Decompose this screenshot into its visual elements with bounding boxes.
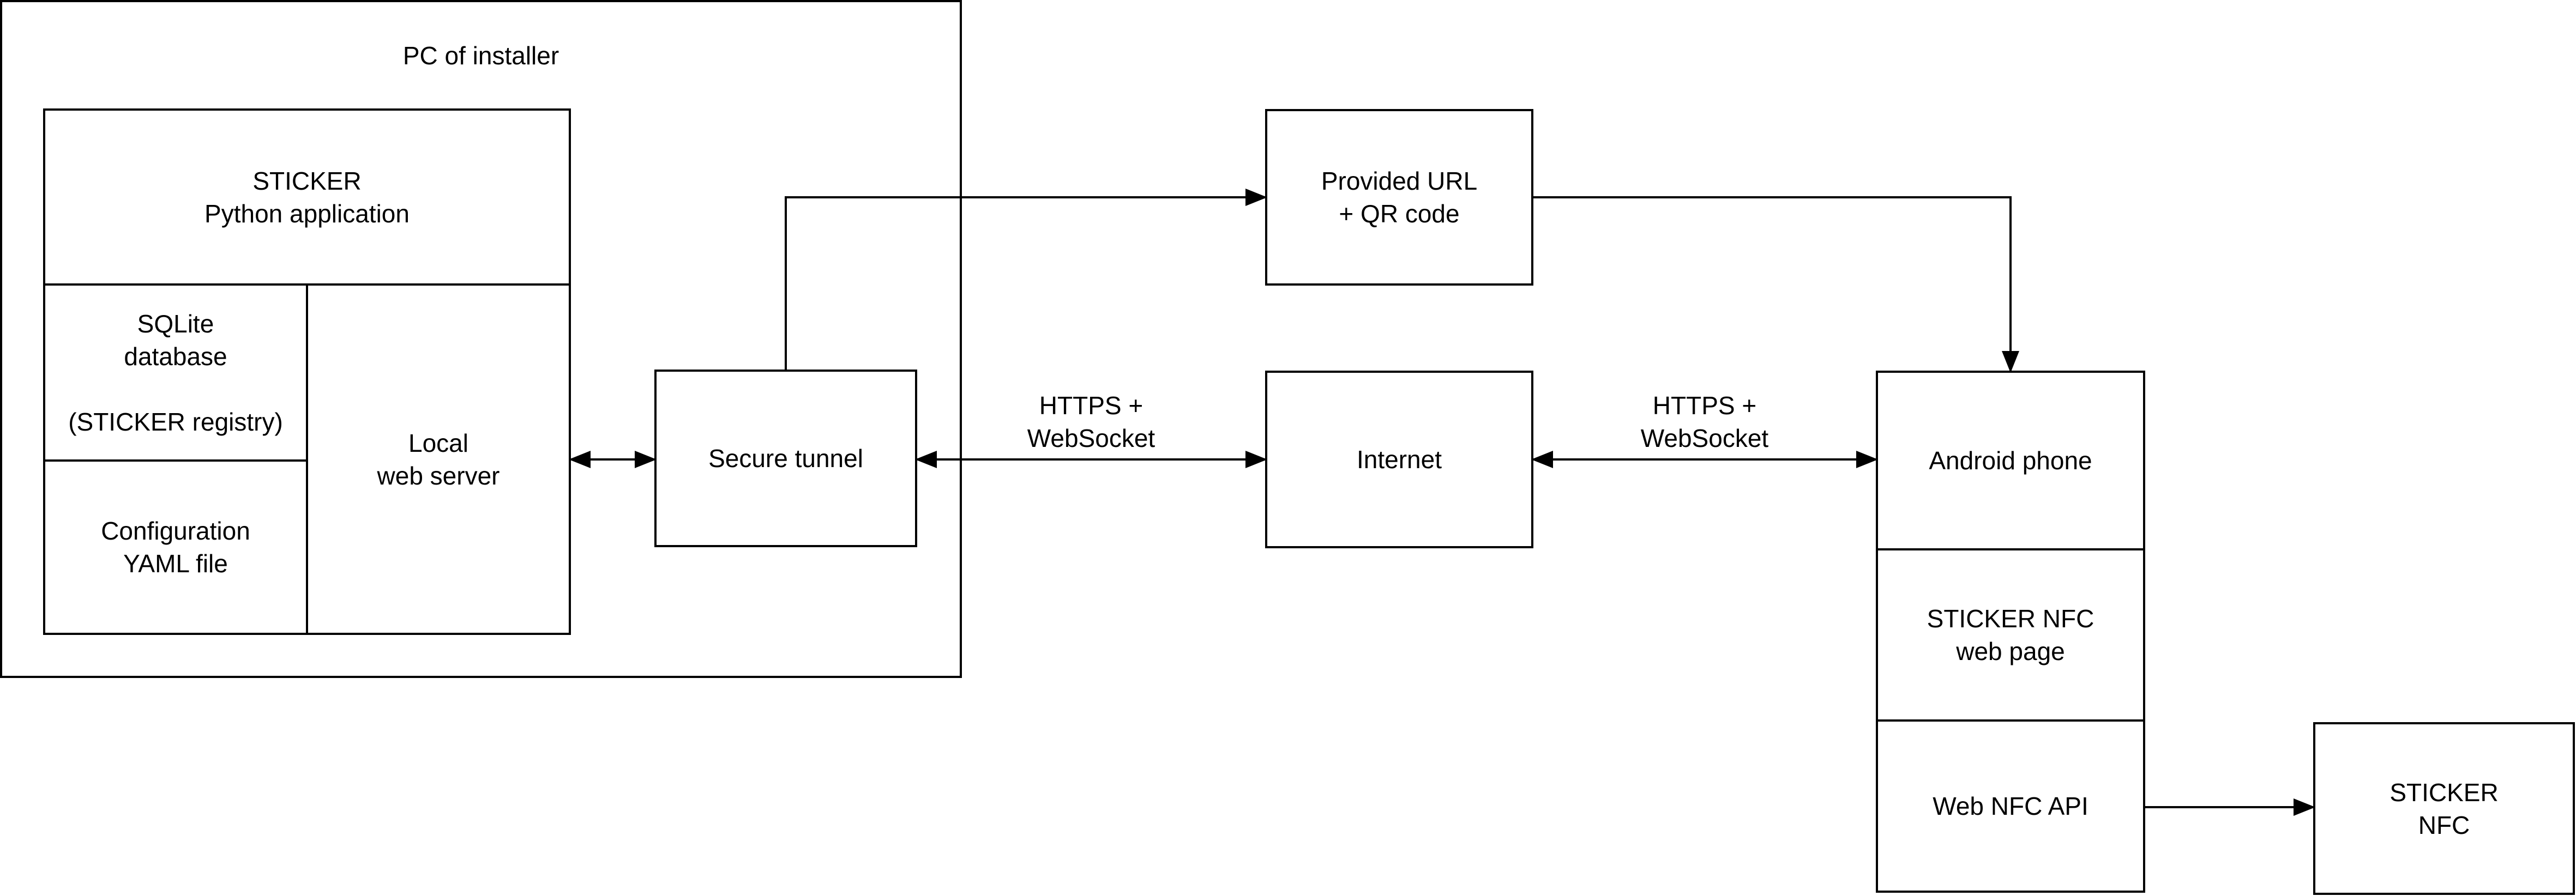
sticker-nfc-web-page-box [1876,548,2145,722]
secure-tunnel-box [654,370,917,547]
web-nfc-api-box [1876,719,2145,893]
edge-provided-url-to-android-phone [1532,196,2019,373]
local-web-server-box [306,283,571,635]
sticker-nfc-box [2313,722,2575,895]
sqlite-database-box [43,283,308,462]
edge-secure-tunnel-to-provided-url [785,189,1267,371]
sticker-python-app-box [43,108,571,286]
android-phone-box [1876,371,2145,550]
provided-url-qr-box [1265,109,1533,286]
configuration-yaml-box [43,459,308,635]
internet-box [1265,371,1533,548]
